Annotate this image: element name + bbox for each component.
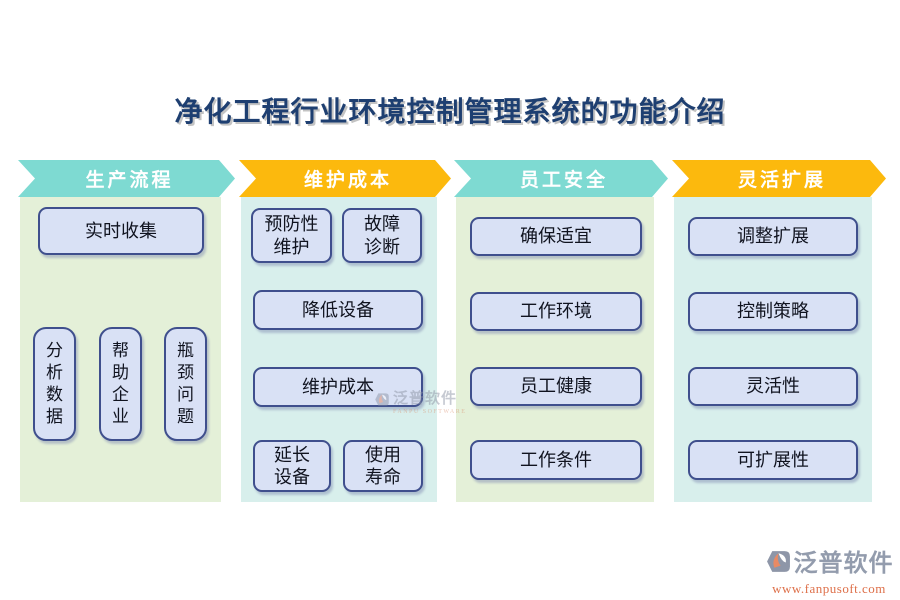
- feature-box-analyze-data: 分析数据: [33, 327, 76, 441]
- center-watermark-brand: 泛普软件: [393, 391, 458, 407]
- column-header-flexible-expansion: 灵活扩展: [672, 160, 886, 197]
- column-body-employee-safety: 确保适宜 工作环境 员工健康 工作条件: [456, 197, 654, 502]
- feature-box-work-conditions: 工作条件: [470, 440, 642, 480]
- feature-box-realtime-collection: 实时收集: [38, 207, 204, 255]
- feature-box-flexibility: 灵活性: [688, 367, 858, 406]
- column-flexible-expansion: 灵活扩展 调整扩展 控制策略 灵活性 可扩展性: [674, 160, 872, 502]
- feature-box-extend-equipment: 延长 设备: [253, 440, 331, 492]
- footer-url: www.fanpusoft.com: [772, 581, 886, 596]
- footer-brand-name: 泛普软件: [793, 551, 894, 577]
- feature-box-employee-health: 员工健康: [470, 367, 642, 406]
- feature-box-adjust-expansion: 调整扩展: [688, 217, 858, 256]
- feature-box-help-enterprise: 帮助企业: [99, 327, 142, 441]
- feature-box-maintenance-cost: 维护成本: [253, 367, 423, 407]
- fanpu-logo-icon: [374, 392, 390, 412]
- column-production-process: 生产流程 实时收集 分析数据 帮助企业 瓶颈问题: [20, 160, 221, 502]
- feature-box-fault-diagnosis: 故障 诊断: [342, 208, 422, 263]
- fanpu-logo-icon: [765, 549, 792, 579]
- column-header-employee-safety: 员工安全: [454, 160, 668, 197]
- center-watermark-subtitle: FANPU SOFTWARE: [393, 409, 467, 415]
- feature-box-control-strategy: 控制策略: [688, 292, 858, 331]
- column-body-production-process: 实时收集 分析数据 帮助企业 瓶颈问题: [20, 197, 221, 502]
- column-body-flexible-expansion: 调整扩展 控制策略 灵活性 可扩展性: [674, 197, 872, 502]
- column-maintenance-cost: 维护成本 预防性 维护 故障 诊断 降低设备 维护成本 延长 设备 使用 寿命: [241, 160, 437, 502]
- column-header-maintenance-cost: 维护成本: [239, 160, 451, 197]
- center-watermark: 泛普软件 FANPU SOFTWARE: [374, 392, 466, 415]
- feature-box-work-environment: 工作环境: [470, 292, 642, 331]
- feature-box-preventive-maintenance: 预防性 维护: [251, 208, 332, 263]
- feature-box-reduce-equipment: 降低设备: [253, 290, 423, 330]
- feature-box-service-life: 使用 寿命: [343, 440, 423, 492]
- column-employee-safety: 员工安全 确保适宜 工作环境 员工健康 工作条件: [456, 160, 654, 502]
- column-body-maintenance-cost: 预防性 维护 故障 诊断 降低设备 维护成本 延长 设备 使用 寿命: [241, 197, 437, 502]
- column-header-production-process: 生产流程: [18, 160, 235, 197]
- page-title: 净化工程行业环境控制管理系统的功能介绍: [174, 97, 726, 128]
- feature-box-bottleneck-issues: 瓶颈问题: [164, 327, 207, 441]
- feature-box-ensure-suitable: 确保适宜: [470, 217, 642, 256]
- feature-box-scalability: 可扩展性: [688, 440, 858, 480]
- footer-brand-block: 泛普软件 www.fanpusoft.com: [760, 549, 898, 595]
